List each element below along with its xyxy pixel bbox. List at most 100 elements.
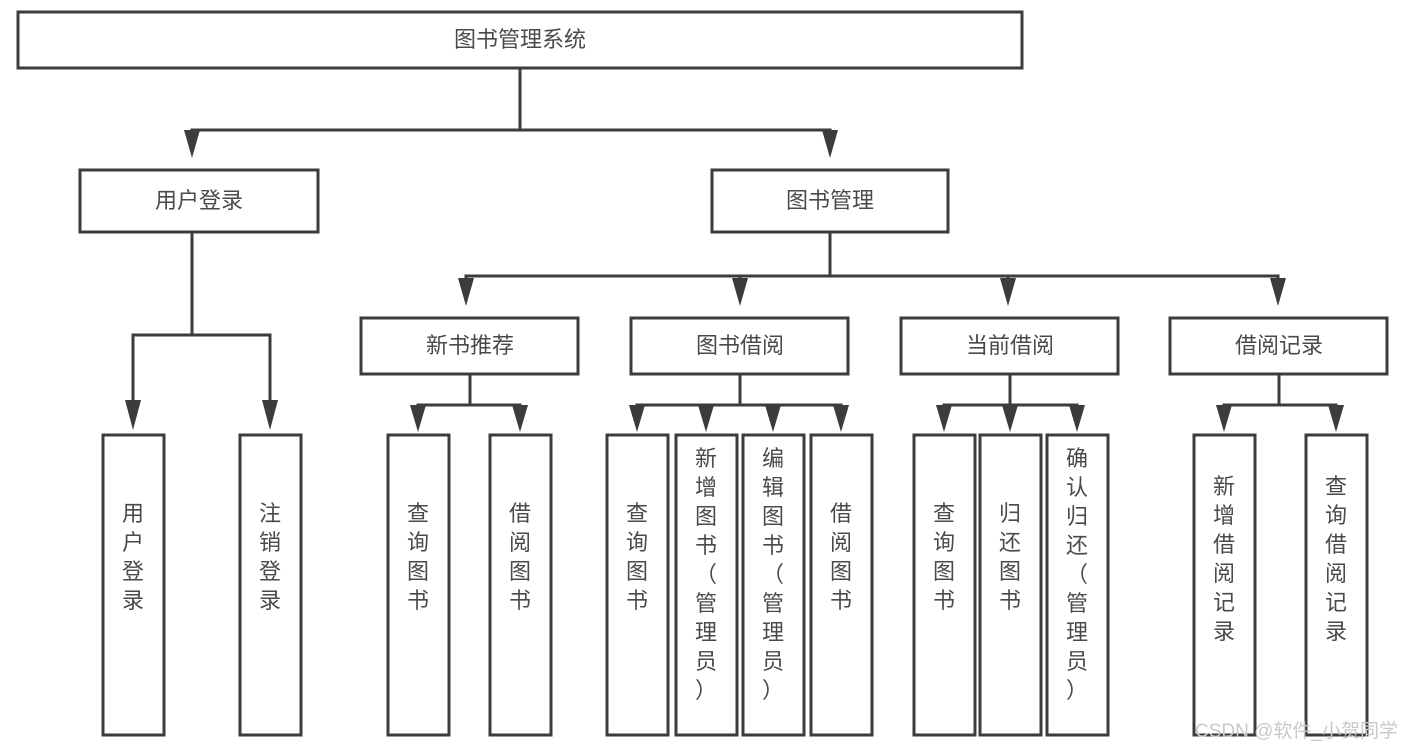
connector-cb-to-leaf-confirm-return [1008,372,1079,412]
node-current-borrow-box[interactable] [899,316,1120,376]
node-borrow-record-label: 借阅记录 [1235,333,1323,358]
node-leaf-edit-book-box[interactable] [741,433,806,737]
node-leaf-borrow-book-1-label: 借阅图书 [509,501,531,613]
node-leaf-query-book-3-box[interactable] [912,433,977,737]
arrow-head-root-to-user-login [184,130,200,158]
node-leaf-logout-login-box[interactable] [238,433,303,737]
node-leaf-query-book-3-label: 查询图书 [933,501,955,613]
node-leaf-query-book-1[interactable]: 查询图书 [386,433,451,737]
node-user-login-label: 用户登录 [155,188,243,213]
node-leaf-query-book-2[interactable]: 查询图书 [605,433,670,737]
node-leaf-user-login-label: 用户登录 [122,501,144,613]
node-new-book-recommend-box[interactable] [359,316,580,376]
connector-root-to-user-login [190,66,522,140]
node-leaf-borrow-book-1[interactable]: 借阅图书 [488,433,553,737]
arrow-head-bm-to-new-book-recommend [458,278,474,306]
arrow-head-cb-to-leaf-query-book [936,405,952,432]
node-current-borrow[interactable]: 当前借阅 [899,316,1120,376]
connector-group-current-borrow [936,372,1085,432]
node-leaf-query-record-box[interactable] [1304,433,1369,737]
node-root-box[interactable] [16,10,1024,70]
node-leaf-add-book-label: 新增图书（管理员） [695,446,717,703]
node-book-borrow-box[interactable] [629,316,850,376]
node-leaf-return-book-box[interactable] [978,433,1043,737]
connector-bb-to-leaf-borrow-book [738,372,843,412]
node-leaf-add-record-label: 新增借阅记录 [1213,474,1235,644]
node-leaf-query-book-1-box[interactable] [386,433,451,737]
node-book-borrow[interactable]: 图书借阅 [629,316,850,376]
connector-nbr-to-leaf-query-book [416,372,472,412]
arrow-head-bm-to-book-borrow [732,278,748,306]
node-leaf-confirm-return-label: 确认归还（管理员） [1066,446,1088,703]
connector-group-new-book-recommend [410,372,528,432]
arrow-head-bb-to-leaf-edit-book [765,405,781,432]
arrow-head-bb-to-leaf-add-book [698,405,714,432]
node-new-book-recommend[interactable]: 新书推荐 [359,316,580,376]
arrow-head-root-to-book-management [822,130,838,158]
node-leaf-edit-book[interactable]: 编辑图书（管理员） [741,433,806,737]
node-user-login-box[interactable] [78,168,320,234]
node-root[interactable]: 图书管理系统 [16,10,1024,70]
node-current-borrow-label: 当前借阅 [966,333,1054,358]
connector-br-to-leaf-add-record [1222,372,1281,412]
node-leaf-query-record-label: 查询借阅记录 [1325,474,1347,644]
node-leaf-add-book-box[interactable] [674,433,739,737]
connector-nbr-to-leaf-borrow-book [468,372,522,412]
arrow-head-ul-to-leaf-user-login [125,400,141,430]
arrow-head-bm-to-current-borrow [1000,278,1016,306]
node-leaf-borrow-book-2-label: 借阅图书 [830,501,852,613]
node-book-borrow-label: 图书借阅 [696,333,784,358]
connector-br-to-leaf-query-record [1277,372,1338,412]
csdn-watermark: CSDN @软件_小贺同学 [1195,720,1398,742]
arrow-head-bb-to-leaf-borrow-book [833,405,849,432]
node-leaf-user-login-box[interactable] [101,433,166,737]
node-leaf-borrow-book-2[interactable]: 借阅图书 [809,433,874,737]
connector-group-book-management [458,230,1286,306]
connector-group-root [184,66,838,158]
node-leaf-add-record-box[interactable] [1192,433,1257,737]
node-leaf-edit-book-label: 编辑图书（管理员） [762,446,784,703]
node-leaf-query-book-3[interactable]: 查询图书 [912,433,977,737]
connector-group-book-borrow [629,372,849,432]
node-leaf-user-login[interactable]: 用户登录 [101,433,166,737]
node-book-management-box[interactable] [710,168,950,234]
arrow-head-ul-to-leaf-logout-login [262,400,278,430]
node-leaf-return-book[interactable]: 归还图书 [978,433,1043,737]
node-leaf-query-book-2-box[interactable] [605,433,670,737]
node-leaf-query-record[interactable]: 查询借阅记录 [1304,433,1369,737]
node-book-management[interactable]: 图书管理 [710,168,950,234]
node-leaf-return-book-label: 归还图书 [999,501,1021,613]
node-root-label: 图书管理系统 [454,27,586,52]
connector-ul-to-leaf-logout-login [190,230,272,402]
node-book-management-label: 图书管理 [786,188,874,213]
arrow-head-br-to-leaf-add-record [1216,405,1232,432]
connector-bm-to-book-borrow [738,230,832,286]
node-leaf-confirm-return[interactable]: 确认归还（管理员） [1045,433,1110,737]
connector-cb-to-leaf-query-book [942,372,1012,412]
arrow-head-bm-to-borrow-record [1270,278,1286,306]
connector-group-borrow-record [1216,372,1344,432]
arrow-head-cb-to-leaf-return-book [1002,405,1018,432]
connector-root-to-book-management [518,66,832,140]
node-leaf-logout-login[interactable]: 注销登录 [238,433,303,737]
node-borrow-record-box[interactable] [1168,316,1389,376]
connector-group-user-login [125,230,278,430]
arrow-head-cb-to-leaf-confirm-return [1069,405,1085,432]
node-borrow-record[interactable]: 借阅记录 [1168,316,1389,376]
node-leaf-add-book[interactable]: 新增图书（管理员） [674,433,739,737]
node-leaf-query-book-2-label: 查询图书 [626,501,648,613]
node-new-book-recommend-label: 新书推荐 [426,333,514,358]
node-leaf-confirm-return-box[interactable] [1045,433,1110,737]
connector-ul-to-leaf-user-login [131,230,194,402]
arrow-head-br-to-leaf-query-record [1328,405,1344,432]
connector-bb-to-leaf-add-book [704,372,742,412]
arrow-head-nbr-to-leaf-borrow-book [512,405,528,432]
node-leaf-borrow-book-2-box[interactable] [809,433,874,737]
node-user-login[interactable]: 用户登录 [78,168,320,234]
arrow-head-nbr-to-leaf-query-book [410,405,426,432]
node-leaf-borrow-book-1-box[interactable] [488,433,553,737]
node-leaf-add-record[interactable]: 新增借阅记录 [1192,433,1257,737]
connector-bm-to-borrow-record [828,230,1280,286]
node-leaf-logout-login-label: 注销登录 [259,501,281,613]
